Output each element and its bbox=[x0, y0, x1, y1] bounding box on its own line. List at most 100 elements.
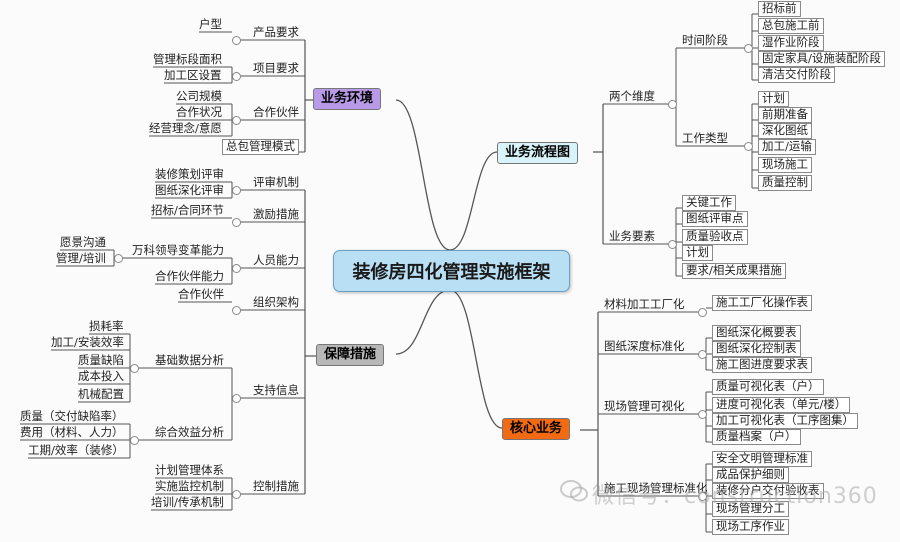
category-node[interactable]: 施工现场管理标准化 bbox=[604, 481, 708, 495]
subcategory-node[interactable]: 时间阶段 bbox=[682, 33, 728, 47]
leaf-node[interactable]: 计划 bbox=[682, 245, 713, 261]
leaf-node[interactable]: 户型 bbox=[199, 17, 222, 31]
leaf-node[interactable]: 施工工厂化操作表 bbox=[712, 295, 812, 311]
leaf-node[interactable]: 质量可视化表（户） bbox=[712, 379, 824, 395]
collapse-toggle[interactable] bbox=[232, 218, 241, 227]
collapse-toggle[interactable] bbox=[744, 44, 753, 53]
leaf-node[interactable]: 经营理念/意愿 bbox=[149, 121, 222, 135]
subcategory-node[interactable]: 工作类型 bbox=[682, 131, 728, 145]
leaf-node[interactable]: 损耗率 bbox=[89, 319, 124, 333]
leaf-node[interactable]: 加工/安装效率 bbox=[51, 335, 124, 349]
leaf-node[interactable]: 现场工序作业 bbox=[712, 519, 789, 535]
category-node[interactable]: 材料加工工厂化 bbox=[604, 297, 685, 311]
leaf-node[interactable]: 合作伙伴能力 bbox=[155, 269, 224, 283]
leaf-node[interactable]: 清洁交付阶段 bbox=[758, 67, 835, 83]
category-node[interactable]: 总包管理模式 bbox=[222, 139, 299, 155]
collapse-toggle[interactable] bbox=[232, 72, 241, 81]
leaf-node[interactable]: 总包施工前 bbox=[758, 18, 824, 34]
collapse-toggle[interactable] bbox=[698, 308, 707, 317]
collapse-toggle[interactable] bbox=[698, 350, 707, 359]
leaf-node[interactable]: 管理/培训 bbox=[56, 251, 106, 265]
collapse-toggle[interactable] bbox=[232, 394, 241, 403]
category-node[interactable]: 支持信息 bbox=[253, 383, 299, 397]
category-node[interactable]: 激励措施 bbox=[253, 207, 299, 221]
leaf-node[interactable]: 愿景沟通 bbox=[60, 235, 106, 249]
leaf-node[interactable]: 图纸深化控制表 bbox=[712, 341, 801, 357]
category-node[interactable]: 人员能力 bbox=[253, 253, 299, 267]
collapse-toggle[interactable] bbox=[698, 410, 707, 419]
leaf-node[interactable]: 湿作业阶段 bbox=[758, 35, 824, 51]
collapse-toggle[interactable] bbox=[232, 116, 241, 125]
category-node[interactable]: 项目要求 bbox=[253, 61, 299, 75]
collapse-toggle[interactable] bbox=[114, 254, 123, 263]
leaf-node[interactable]: 质量缺陷 bbox=[78, 353, 124, 367]
leaf-node[interactable]: 图纸深化评审 bbox=[155, 183, 224, 197]
subcategory-node[interactable]: 基础数据分析 bbox=[155, 353, 224, 367]
leaf-node[interactable]: 招标前 bbox=[758, 1, 801, 17]
collapse-toggle[interactable] bbox=[232, 264, 241, 273]
collapse-toggle[interactable] bbox=[232, 490, 241, 499]
leaf-node[interactable]: 现场管理分工 bbox=[712, 501, 789, 517]
collapse-toggle[interactable] bbox=[232, 186, 241, 195]
leaf-node[interactable]: 成本投入 bbox=[78, 369, 124, 383]
leaf-node[interactable]: 招标/合同环节 bbox=[151, 203, 224, 217]
category-node[interactable]: 合作伙伴 bbox=[253, 105, 299, 119]
branch-env[interactable]: 业务环境 bbox=[313, 88, 382, 110]
collapse-toggle[interactable] bbox=[744, 142, 753, 151]
collapse-toggle[interactable] bbox=[130, 436, 139, 445]
category-node[interactable]: 产品要求 bbox=[253, 25, 299, 39]
category-node[interactable]: 控制措施 bbox=[253, 479, 299, 493]
branch-flow[interactable]: 业务流程图 bbox=[497, 142, 579, 164]
leaf-node[interactable]: 质量控制 bbox=[758, 175, 812, 191]
leaf-node[interactable]: 计划 bbox=[758, 91, 789, 107]
category-node[interactable]: 现场管理可视化 bbox=[604, 399, 685, 413]
leaf-node[interactable]: 公司规模 bbox=[176, 89, 222, 103]
leaf-node[interactable]: 机械配置 bbox=[78, 387, 124, 401]
collapse-toggle[interactable] bbox=[668, 100, 677, 109]
leaf-node[interactable]: 加工/运输 bbox=[758, 139, 816, 155]
leaf-node[interactable]: 图纸深化概要表 bbox=[712, 325, 801, 341]
leaf-node[interactable]: 装修策划评审 bbox=[155, 167, 224, 181]
leaf-node[interactable]: 管理标段面积 bbox=[153, 52, 222, 66]
collapse-toggle[interactable] bbox=[668, 240, 677, 249]
leaf-node[interactable]: 关键工作 bbox=[682, 195, 736, 211]
leaf-node[interactable]: 合作伙伴 bbox=[178, 287, 224, 301]
category-node[interactable]: 评审机制 bbox=[253, 175, 299, 189]
leaf-node[interactable]: 加工可视化表（工序图集） bbox=[712, 413, 858, 429]
leaf-node[interactable]: 图纸评审点 bbox=[682, 211, 748, 227]
collapse-toggle[interactable] bbox=[232, 36, 241, 45]
leaf-node[interactable]: 成品保护细则 bbox=[712, 467, 789, 483]
leaf-node[interactable]: 合作状况 bbox=[176, 105, 222, 119]
collapse-toggle[interactable] bbox=[232, 306, 241, 315]
subcategory-node[interactable]: 综合效益分析 bbox=[155, 425, 224, 439]
leaf-node[interactable]: 进度可视化表（单元/楼） bbox=[712, 397, 851, 413]
branch-guard[interactable]: 保障措施 bbox=[316, 344, 385, 366]
category-node[interactable]: 两个维度 bbox=[609, 89, 655, 103]
leaf-node[interactable]: 装修分户交付验收表 bbox=[712, 483, 824, 499]
leaf-node[interactable]: 培训/传承机制 bbox=[151, 495, 224, 509]
leaf-node[interactable]: 固定家具/设施装配阶段 bbox=[758, 51, 885, 67]
leaf-node[interactable]: 实施监控机制 bbox=[155, 479, 224, 493]
leaf-node[interactable]: 计划管理体系 bbox=[155, 463, 224, 477]
leaf-node[interactable]: 加工区设置 bbox=[164, 68, 222, 82]
category-node[interactable]: 组织架构 bbox=[253, 295, 299, 309]
leaf-node[interactable]: 质量（交付缺陷率） bbox=[20, 409, 124, 423]
leaf-node[interactable]: 深化图纸 bbox=[758, 123, 812, 139]
category-node[interactable]: 图纸深度标准化 bbox=[604, 339, 685, 353]
leaf-node[interactable]: 施工图进度要求表 bbox=[712, 357, 812, 373]
leaf-node[interactable]: 安全文明管理标准 bbox=[712, 451, 812, 467]
leaf-node[interactable]: 费用（材料、人力） bbox=[20, 425, 124, 439]
subcategory-node[interactable]: 万科领导变革能力 bbox=[132, 243, 224, 257]
leaf-node[interactable]: 工期/效率（装修） bbox=[28, 443, 124, 457]
collapse-toggle[interactable] bbox=[698, 492, 707, 501]
leaf-node[interactable]: 前期准备 bbox=[758, 107, 812, 123]
leaf-node[interactable]: 现场施工 bbox=[758, 157, 812, 173]
leaf-node[interactable]: 质量档案（户） bbox=[712, 429, 801, 445]
collapse-toggle[interactable] bbox=[130, 364, 139, 373]
category-node[interactable]: 业务要素 bbox=[609, 229, 655, 243]
branch-core[interactable]: 核心业务 bbox=[502, 418, 571, 440]
root-node[interactable]: 装修房四化管理实施框架 bbox=[333, 250, 570, 292]
leaf-node[interactable]: 质量验收点 bbox=[682, 229, 748, 245]
leaf-node[interactable]: 要求/相关成果措施 bbox=[682, 263, 786, 279]
